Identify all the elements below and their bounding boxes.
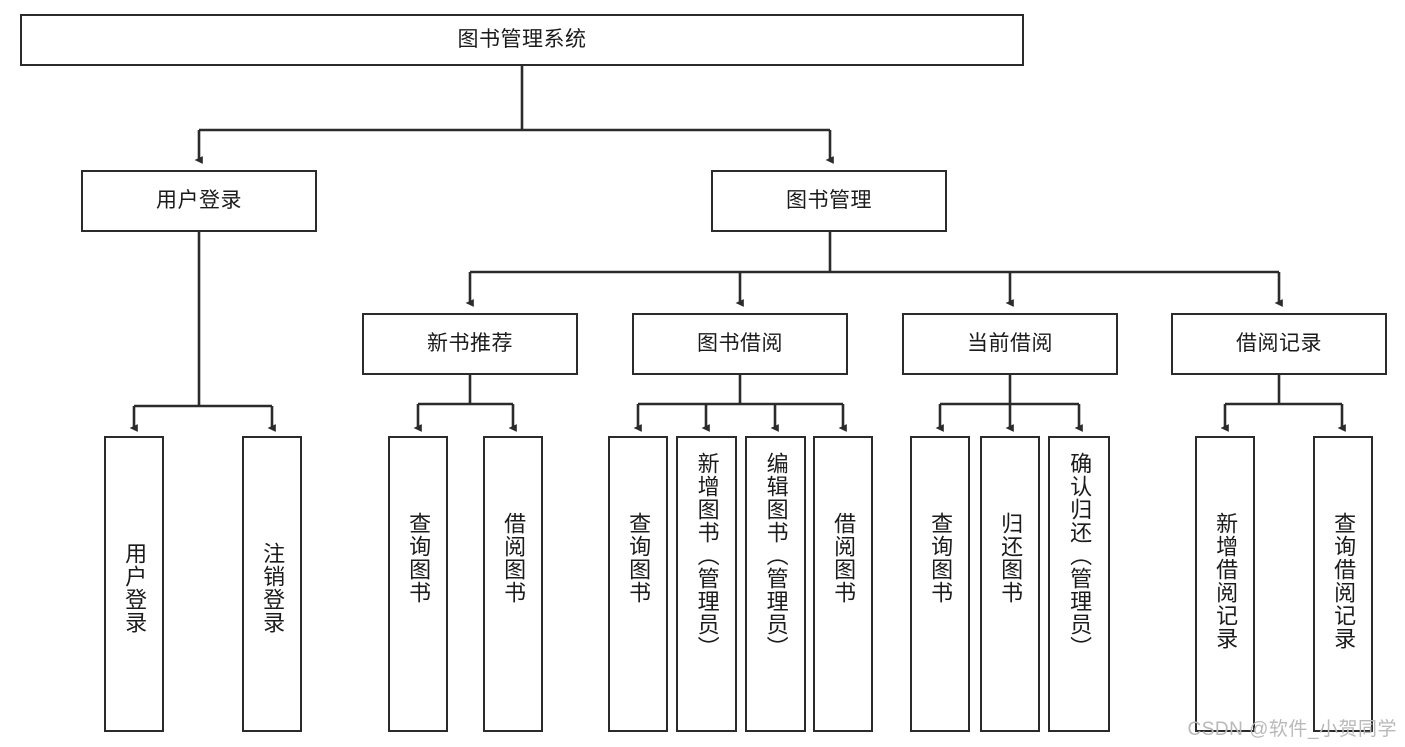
node-label: 注销登录 — [260, 542, 286, 634]
node-label: 用户登录 — [156, 188, 242, 212]
node-book-management[interactable]: 图书管理 — [711, 170, 947, 232]
leaf-edit-book-admin[interactable]: 编辑图书（管理员） — [745, 436, 806, 732]
node-label: 图书管理 — [786, 188, 872, 212]
node-label: 编辑图书（管理员） — [763, 452, 789, 659]
leaf-query-book-newbook[interactable]: 查询图书 — [388, 436, 448, 732]
leaf-user-login[interactable]: 用户登录 — [104, 436, 164, 732]
node-label: 确认归还（管理员） — [1067, 452, 1093, 659]
leaf-borrow-book-borrowing[interactable]: 借阅图书 — [813, 436, 873, 732]
node-label: 借阅图书 — [501, 512, 527, 604]
watermark-text: CSDN @软件_小贺同学 — [1187, 719, 1397, 740]
node-label: 新增借阅记录 — [1213, 512, 1239, 650]
leaf-borrow-book-newbook[interactable]: 借阅图书 — [483, 436, 543, 732]
node-new-book-recommendation[interactable]: 新书推荐 — [362, 313, 578, 375]
node-label: 查询图书 — [928, 512, 954, 604]
node-label: 新书推荐 — [427, 331, 513, 355]
leaf-confirm-return-admin[interactable]: 确认归还（管理员） — [1048, 436, 1110, 732]
node-root-book-management-system[interactable]: 图书管理系统 — [20, 14, 1024, 66]
node-label: 用户登录 — [122, 542, 148, 634]
node-label: 查询图书 — [626, 512, 652, 604]
node-user-login[interactable]: 用户登录 — [81, 170, 317, 232]
node-label: 查询借阅记录 — [1331, 512, 1357, 650]
node-label: 归还图书 — [998, 512, 1024, 604]
node-label: 借阅记录 — [1236, 331, 1322, 355]
node-borrowing-records[interactable]: 借阅记录 — [1171, 313, 1387, 375]
node-book-borrowing[interactable]: 图书借阅 — [632, 313, 848, 375]
leaf-logout[interactable]: 注销登录 — [242, 436, 302, 732]
leaf-query-book-current[interactable]: 查询图书 — [910, 436, 970, 732]
node-label: 查询图书 — [406, 512, 432, 604]
node-label: 图书借阅 — [697, 331, 783, 355]
node-label: 图书管理系统 — [457, 27, 587, 51]
leaf-query-book-borrowing[interactable]: 查询图书 — [608, 436, 668, 732]
leaf-add-book-admin[interactable]: 新增图书（管理员） — [676, 436, 737, 732]
leaf-add-borrowing-record[interactable]: 新增借阅记录 — [1195, 436, 1255, 732]
leaf-query-borrowing-record[interactable]: 查询借阅记录 — [1313, 436, 1373, 732]
leaf-return-book[interactable]: 归还图书 — [980, 436, 1040, 732]
node-current-borrowing[interactable]: 当前借阅 — [902, 313, 1118, 375]
node-label: 借阅图书 — [831, 512, 857, 604]
node-label: 当前借阅 — [967, 331, 1053, 355]
node-label: 新增图书（管理员） — [694, 452, 720, 659]
